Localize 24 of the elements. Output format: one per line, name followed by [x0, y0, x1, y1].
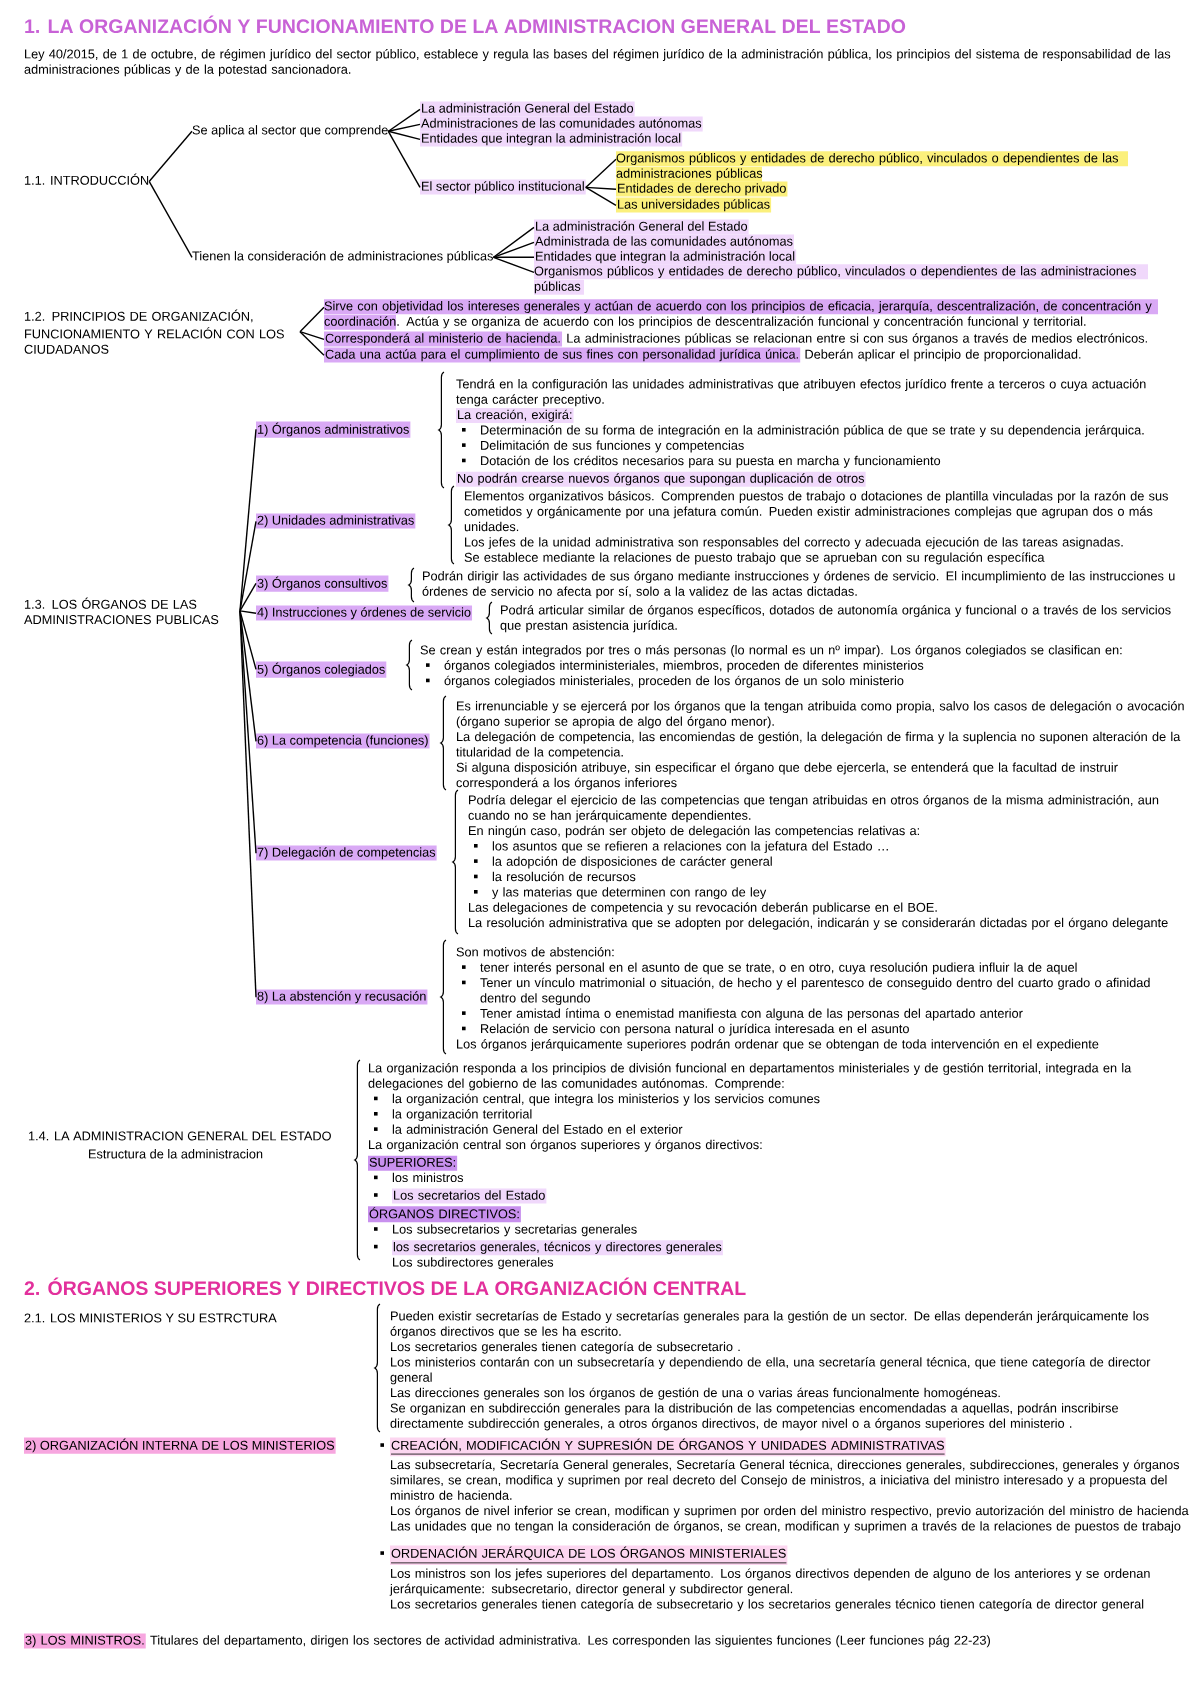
connector-line — [387, 130, 421, 140]
connector-line — [239, 520, 257, 612]
connector-line — [387, 130, 421, 188]
connector-line — [239, 582, 257, 612]
connector-line — [299, 331, 325, 340]
connector-line — [387, 123, 421, 132]
connector-line — [239, 610, 257, 671]
connector-line — [492, 256, 535, 258]
connector-line — [299, 306, 325, 333]
connector-line — [492, 226, 535, 258]
connector-line — [585, 186, 617, 190]
connector-line — [585, 158, 617, 189]
connector-line — [492, 241, 535, 258]
connector-line — [148, 130, 193, 183]
connector-line — [387, 108, 421, 132]
connector-line — [239, 610, 257, 998]
connector-line — [239, 428, 257, 612]
section-heading: 2. ÓRGANOS SUPERIORES Y DIRECTIVOS DE LA ORGANIZACIÓN CENTRAL — [24, 1277, 746, 1296]
connector-line — [148, 180, 193, 258]
connector-line — [239, 610, 257, 615]
connector-line — [299, 331, 325, 356]
title: 1. LA ORGANIZACIÓN Y FUNCIONAMIENTO DE LA ADMINISTRACION GENERAL DEL ESTADO — [25, 15, 906, 34]
connector-line — [492, 256, 535, 273]
connector-line — [585, 186, 617, 206]
